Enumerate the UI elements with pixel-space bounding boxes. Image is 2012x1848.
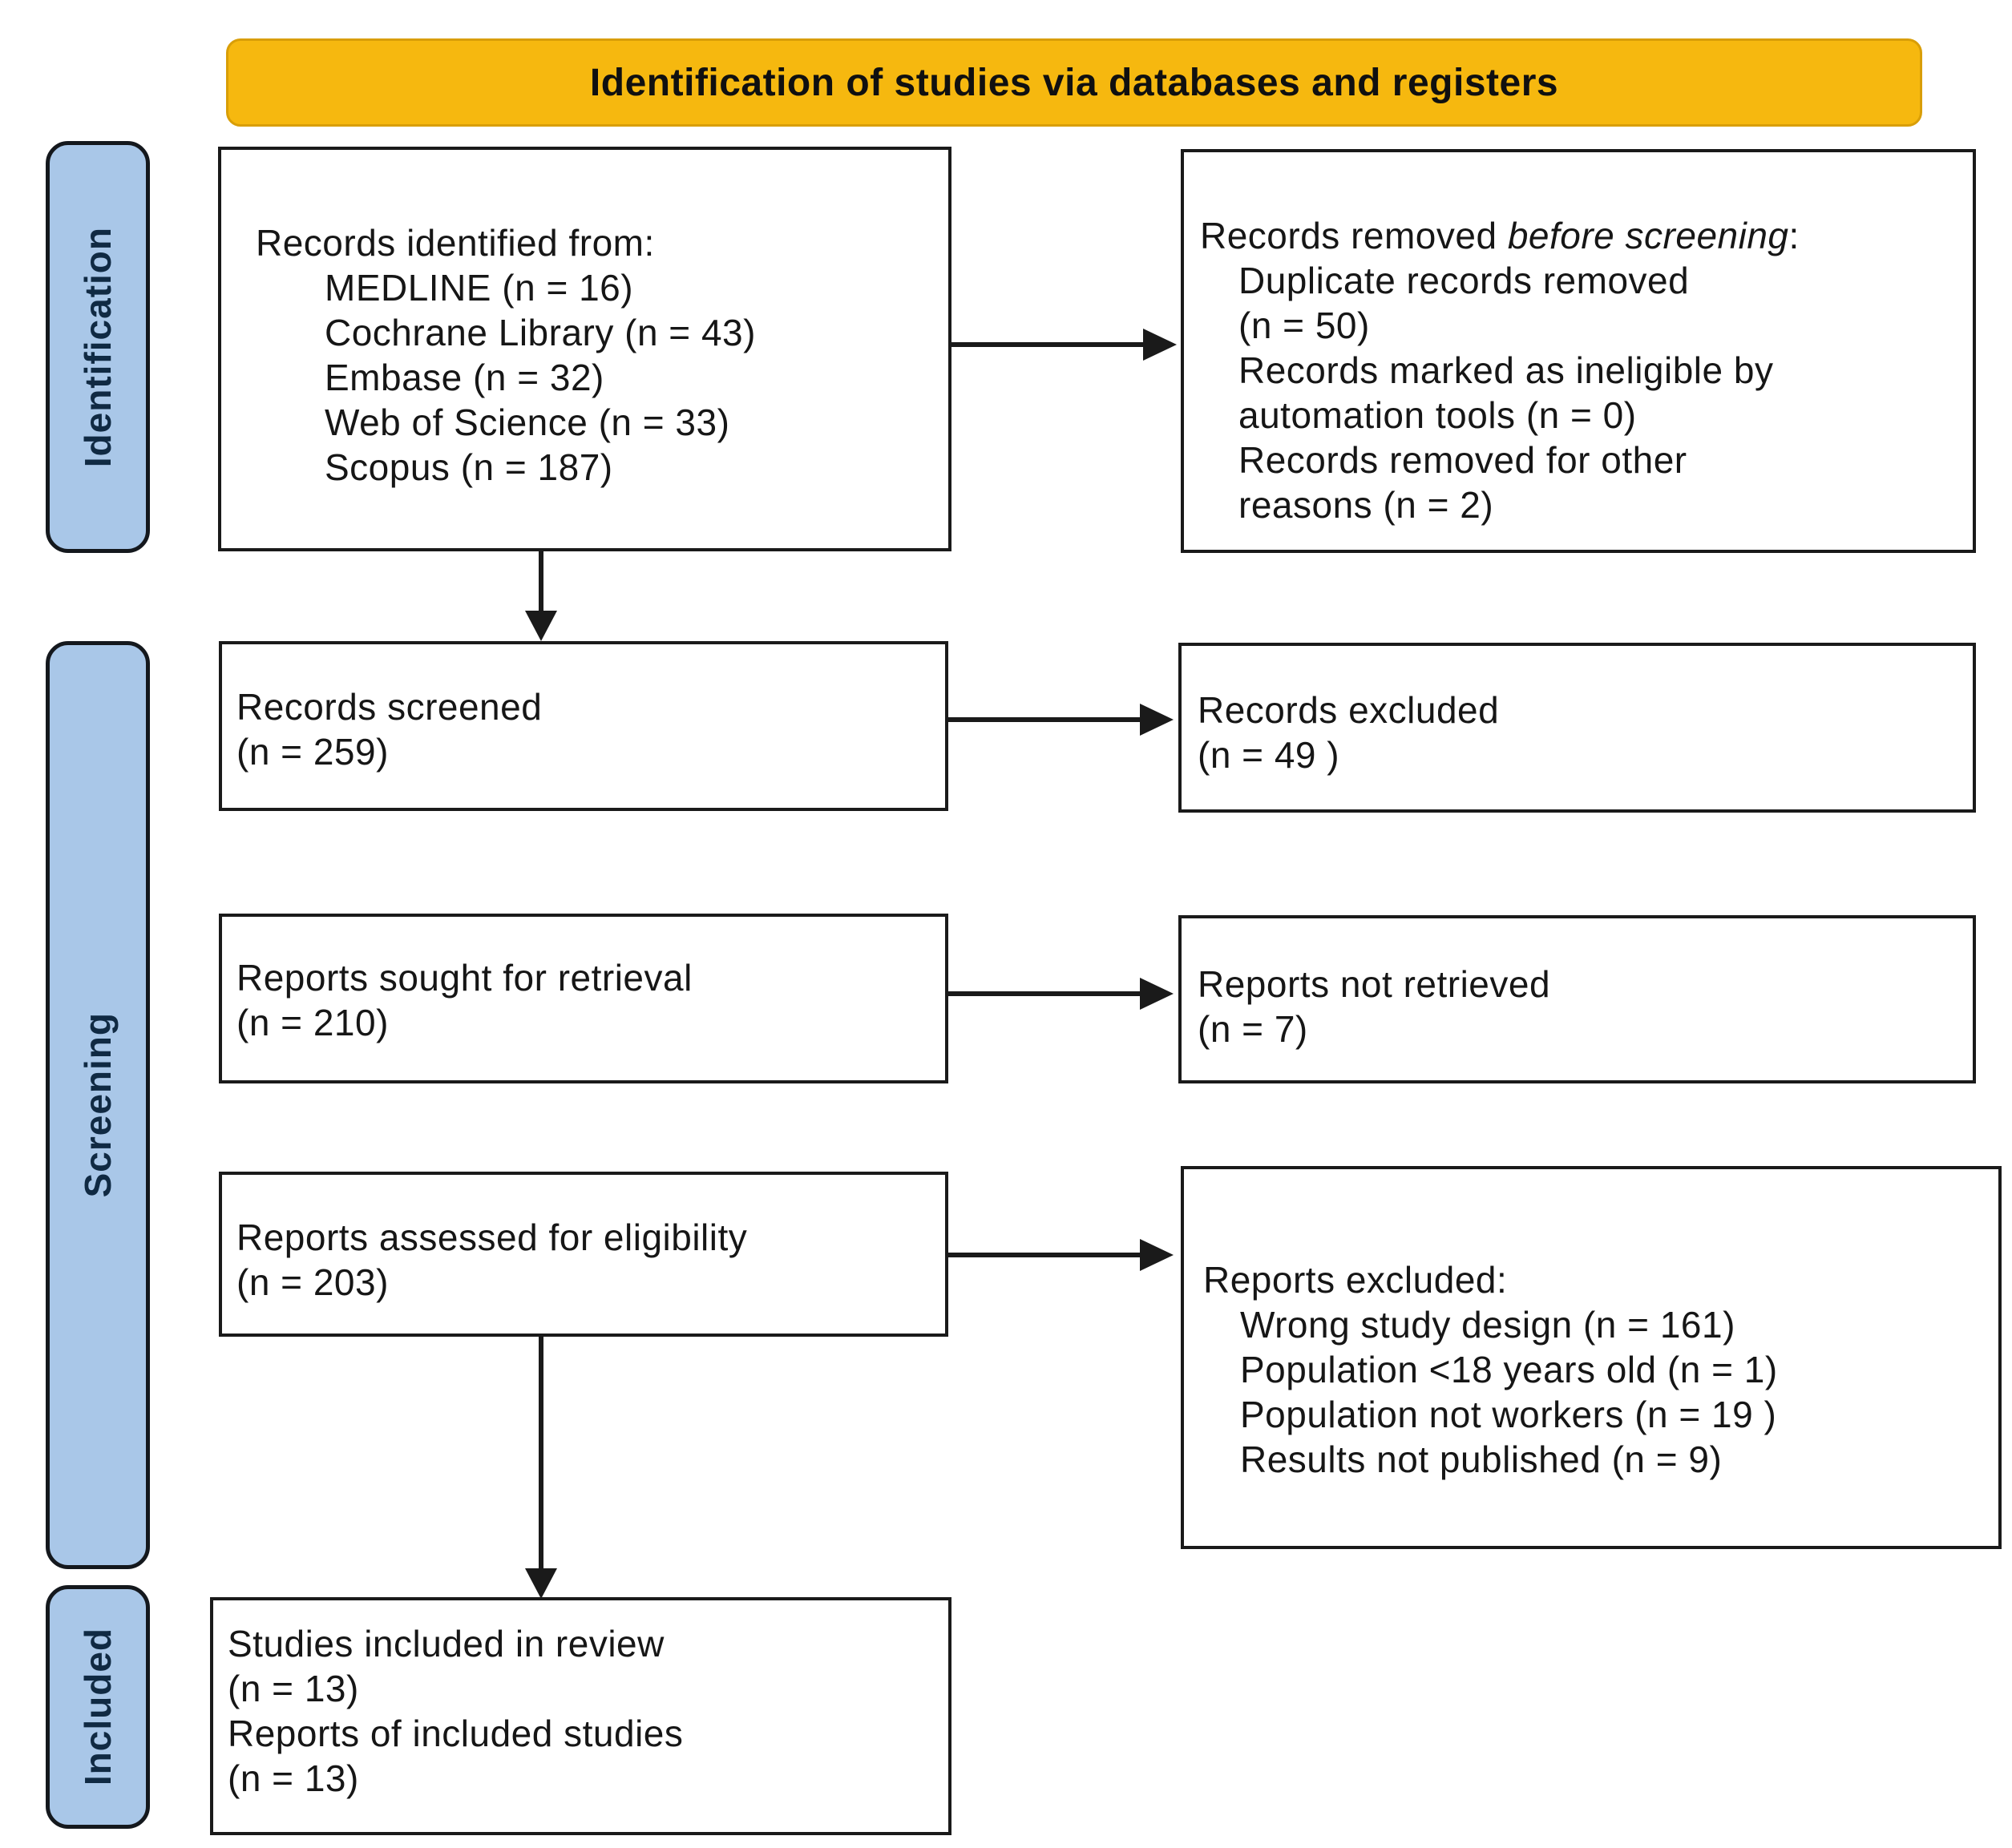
diagram-title: Identification of studies via databases … bbox=[589, 61, 1559, 104]
box-lines: Studies included in review(n = 13)Report… bbox=[228, 1621, 939, 1801]
box-items: MEDLINE (n = 16)Cochrane Library (n = 43… bbox=[256, 265, 939, 490]
box-records-screened: Records screened(n = 259) bbox=[219, 641, 948, 811]
text-line: Results not published (n = 9) bbox=[1240, 1438, 1723, 1480]
stage-label-identification-text: Identification bbox=[77, 226, 119, 468]
arrow-screened-to-excluded-line bbox=[948, 717, 1143, 722]
arrow-sought-to-not-retrieved-head-icon bbox=[1140, 978, 1174, 1010]
box-reports-not-retrieved: Reports not retrieved(n = 7) bbox=[1178, 915, 1976, 1083]
text-line: Studies included in review bbox=[228, 1623, 665, 1664]
box-lines: Reports not retrieved(n = 7) bbox=[1198, 962, 1963, 1051]
text-line: Cochrane Library (n = 43) bbox=[325, 312, 756, 353]
arrow-assessed-to-included-head-icon bbox=[525, 1568, 557, 1599]
box-lines: Reports assessed for eligibility(n = 203… bbox=[236, 1215, 935, 1305]
text-line: (n = 203) bbox=[236, 1261, 389, 1303]
box-reports-sought: Reports sought for retrieval(n = 210) bbox=[219, 914, 948, 1083]
text-line: (n = 49 ) bbox=[1198, 734, 1340, 776]
diagram-title-banner: Identification of studies via databases … bbox=[226, 38, 1922, 127]
arrow-assessed-to-included-line bbox=[539, 1337, 543, 1568]
box-lines: Records screened(n = 259) bbox=[236, 684, 935, 774]
text-line: Wrong study design (n = 161) bbox=[1240, 1304, 1735, 1346]
stage-label-identification: Identification bbox=[46, 141, 150, 553]
box-records-excluded: Records excluded(n = 49 ) bbox=[1178, 643, 1976, 813]
text-line: MEDLINE (n = 16) bbox=[325, 267, 634, 309]
text-line: automation tools (n = 0) bbox=[1238, 394, 1637, 436]
text-line: Records excluded bbox=[1198, 689, 1500, 731]
text-line: Reports sought for retrieval bbox=[236, 957, 693, 999]
arrow-identified-to-removed-head-icon bbox=[1143, 329, 1177, 361]
text-line: Reports of included studies bbox=[228, 1713, 684, 1754]
head-prefix: Records removed bbox=[1200, 215, 1508, 256]
box-reports-assessed: Reports assessed for eligibility(n = 203… bbox=[219, 1172, 948, 1337]
box-records-identified: Records identified from: MEDLINE (n = 16… bbox=[218, 147, 951, 551]
text-line: Records screened bbox=[236, 686, 543, 728]
text-line: Records marked as ineligible by bbox=[1238, 349, 1774, 391]
box-lines: Records excluded(n = 49 ) bbox=[1198, 688, 1963, 777]
text-line: (n = 259) bbox=[236, 731, 389, 773]
box-records-removed-before-screening: Records removed before screening: Duplic… bbox=[1181, 149, 1976, 553]
arrow-identified-to-removed-line bbox=[951, 342, 1146, 347]
arrow-screened-to-excluded-head-icon bbox=[1140, 704, 1174, 736]
stage-label-included-text: Included bbox=[77, 1628, 119, 1786]
text-line: (n = 13) bbox=[228, 1757, 359, 1799]
stage-label-screening-text: Screening bbox=[77, 1012, 119, 1198]
box-reports-excluded: Reports excluded: Wrong study design (n … bbox=[1181, 1166, 2002, 1549]
text-line: (n = 13) bbox=[228, 1668, 359, 1709]
arrow-sought-to-not-retrieved-line bbox=[948, 991, 1143, 996]
text-line: Scopus (n = 187) bbox=[325, 446, 613, 488]
stage-label-screening: Screening bbox=[46, 641, 150, 1569]
text-line: Reports assessed for eligibility bbox=[236, 1217, 748, 1258]
text-line: Population <18 years old (n = 1) bbox=[1240, 1349, 1778, 1390]
text-line: Population not workers (n = 19 ) bbox=[1240, 1394, 1777, 1435]
text-line: (n = 50) bbox=[1238, 305, 1370, 346]
arrow-identified-to-screened-line bbox=[539, 551, 543, 611]
box-items: Wrong study design (n = 161)Population <… bbox=[1203, 1302, 1989, 1482]
stage-label-included: Included bbox=[46, 1585, 150, 1829]
text-line: Web of Science (n = 33) bbox=[325, 401, 730, 443]
text-line: (n = 210) bbox=[236, 1002, 389, 1043]
box-lines: Reports sought for retrieval(n = 210) bbox=[236, 955, 935, 1045]
box-studies-included: Studies included in review(n = 13)Report… bbox=[210, 1597, 951, 1835]
text-line: Duplicate records removed bbox=[1238, 260, 1690, 301]
arrow-assessed-to-reports-excluded-head-icon bbox=[1140, 1239, 1174, 1271]
text-line: (n = 7) bbox=[1198, 1008, 1308, 1050]
box-head: Reports excluded: bbox=[1203, 1259, 1508, 1301]
head-suffix: : bbox=[1788, 215, 1800, 256]
text-line: reasons (n = 2) bbox=[1238, 484, 1494, 526]
head-italic: before screening bbox=[1507, 215, 1789, 256]
text-line: Embase (n = 32) bbox=[325, 357, 604, 398]
text-line: Reports not retrieved bbox=[1198, 963, 1551, 1005]
arrow-identified-to-screened-head-icon bbox=[525, 611, 557, 641]
box-head: Records identified from: bbox=[256, 222, 655, 264]
arrow-assessed-to-reports-excluded-line bbox=[948, 1253, 1143, 1257]
box-head: Records removed before screening: bbox=[1200, 213, 1963, 258]
box-items: Duplicate records removed(n = 50)Records… bbox=[1200, 258, 1963, 527]
text-line: Records removed for other bbox=[1238, 439, 1687, 481]
